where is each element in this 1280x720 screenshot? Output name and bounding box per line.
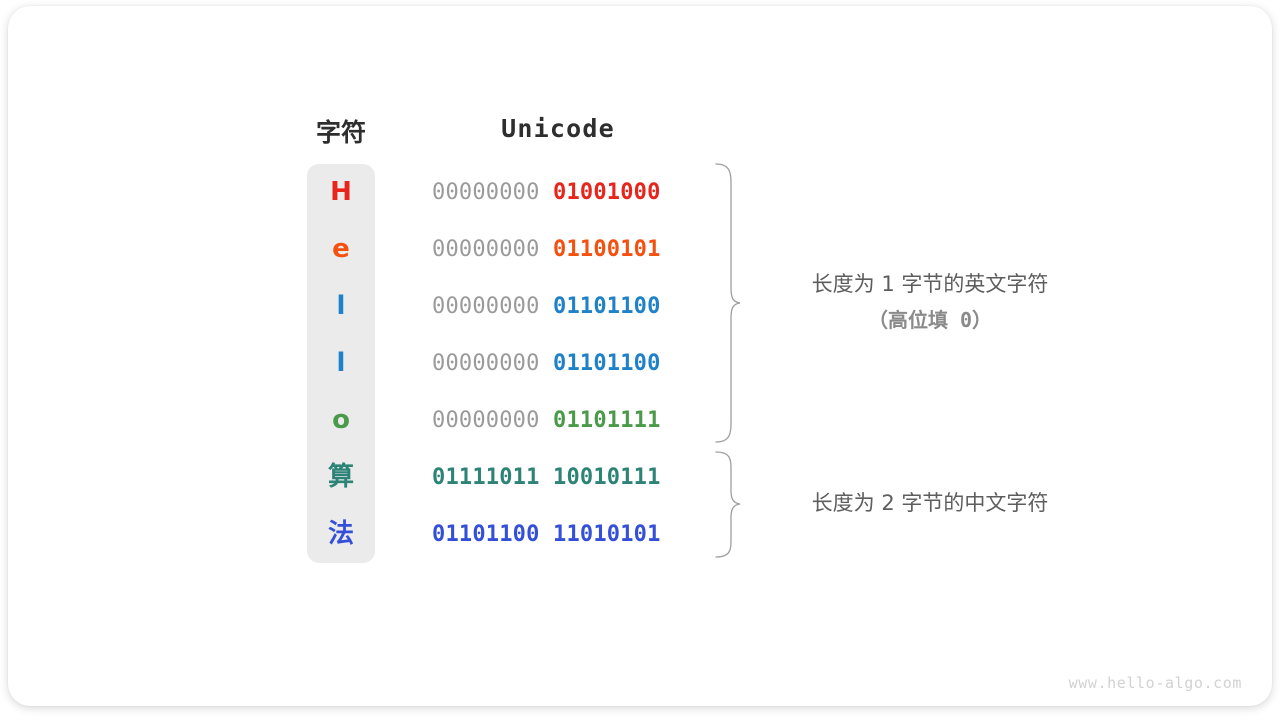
unicode-binary-row: 00000000 01101111 xyxy=(432,392,684,449)
column-header-unicode: Unicode xyxy=(501,114,615,143)
high-byte: 00000000 xyxy=(432,294,540,319)
low-byte: 01101100 xyxy=(553,294,661,319)
high-byte: 00000000 xyxy=(432,351,540,376)
character-cell: 法 xyxy=(327,519,354,549)
low-byte: 01101111 xyxy=(553,408,661,433)
annotation-group-2-line1: 长度为 2 字节的中文字符 xyxy=(811,491,1049,515)
high-byte: 00000000 xyxy=(432,237,540,262)
unicode-binary-row: 00000000 01001000 xyxy=(432,164,684,221)
unicode-binary-row: 00000000 01101100 xyxy=(432,335,684,392)
unicode-binary-row: 01101100 11010101 xyxy=(432,506,684,563)
watermark: www.hello-algo.com xyxy=(1068,674,1242,692)
annotation-group-2: 长度为 2 字节的中文字符 xyxy=(760,486,1100,520)
column-header-character: 字符 xyxy=(315,118,366,147)
character-cell: o xyxy=(332,405,350,435)
character-cell: 算 xyxy=(327,462,354,492)
high-byte: 00000000 xyxy=(432,180,540,205)
annotation-group-1-line1: 长度为 1 字节的英文字符 xyxy=(811,272,1049,296)
high-byte: 00000000 xyxy=(432,408,540,433)
low-byte: 10010111 xyxy=(553,465,661,490)
low-byte: 01001000 xyxy=(553,180,661,205)
unicode-binary-row: 00000000 01100101 xyxy=(432,221,684,278)
character-cell: l xyxy=(336,291,346,321)
annotation-group-1-line2: （高位填 0） xyxy=(867,308,993,332)
high-byte: 01111011 xyxy=(432,465,540,490)
character-cell: e xyxy=(332,234,350,264)
character-cell: H xyxy=(330,177,352,207)
low-byte: 11010101 xyxy=(553,522,661,547)
character-column-panel xyxy=(307,164,375,563)
card-background xyxy=(8,6,1272,706)
unicode-binary-row: 00000000 01101100 xyxy=(432,278,684,335)
unicode-binary-row: 01111011 10010111 xyxy=(432,449,684,506)
low-byte: 01101100 xyxy=(553,351,661,376)
annotation-group-1: 长度为 1 字节的英文字符 （高位填 0） xyxy=(760,266,1100,338)
high-byte: 01101100 xyxy=(432,522,540,547)
low-byte: 01100101 xyxy=(553,237,661,262)
character-cell: l xyxy=(336,348,346,378)
